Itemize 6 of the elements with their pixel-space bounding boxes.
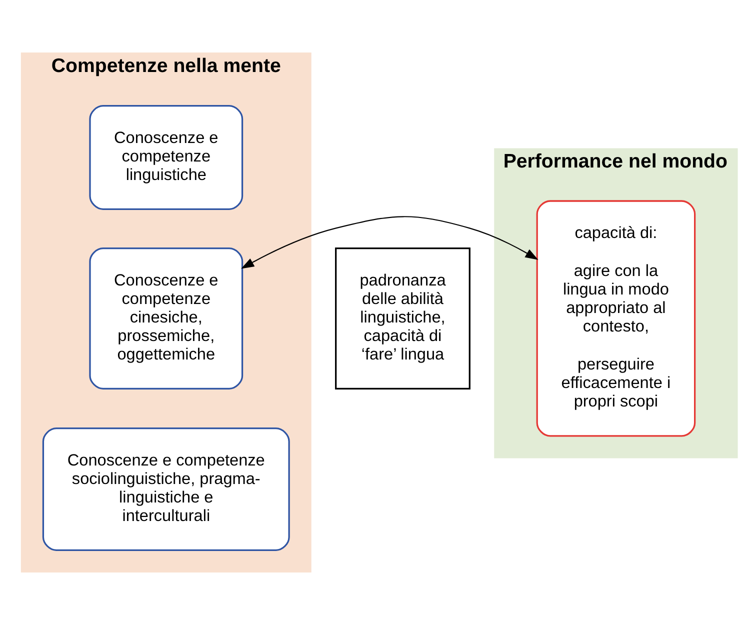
node-box: Conoscenze e competenze cinesiche, prossemiche, oggettemiche (89, 247, 244, 389)
arrow (241, 216, 538, 268)
node-box: Conoscenze e competenze linguistiche (89, 104, 244, 210)
node-box: padronanza delle abilità linguistiche, capacità di ‘fare’ lingua (335, 247, 470, 389)
node-box: Conoscenze e competenze sociolinguistiche, pragma-linguistiche e interculturali (42, 427, 290, 550)
node-box: capacità di: agire con la lingua in modo appropriato al contesto, perseguire efficacemente i propri scopi (536, 200, 696, 436)
